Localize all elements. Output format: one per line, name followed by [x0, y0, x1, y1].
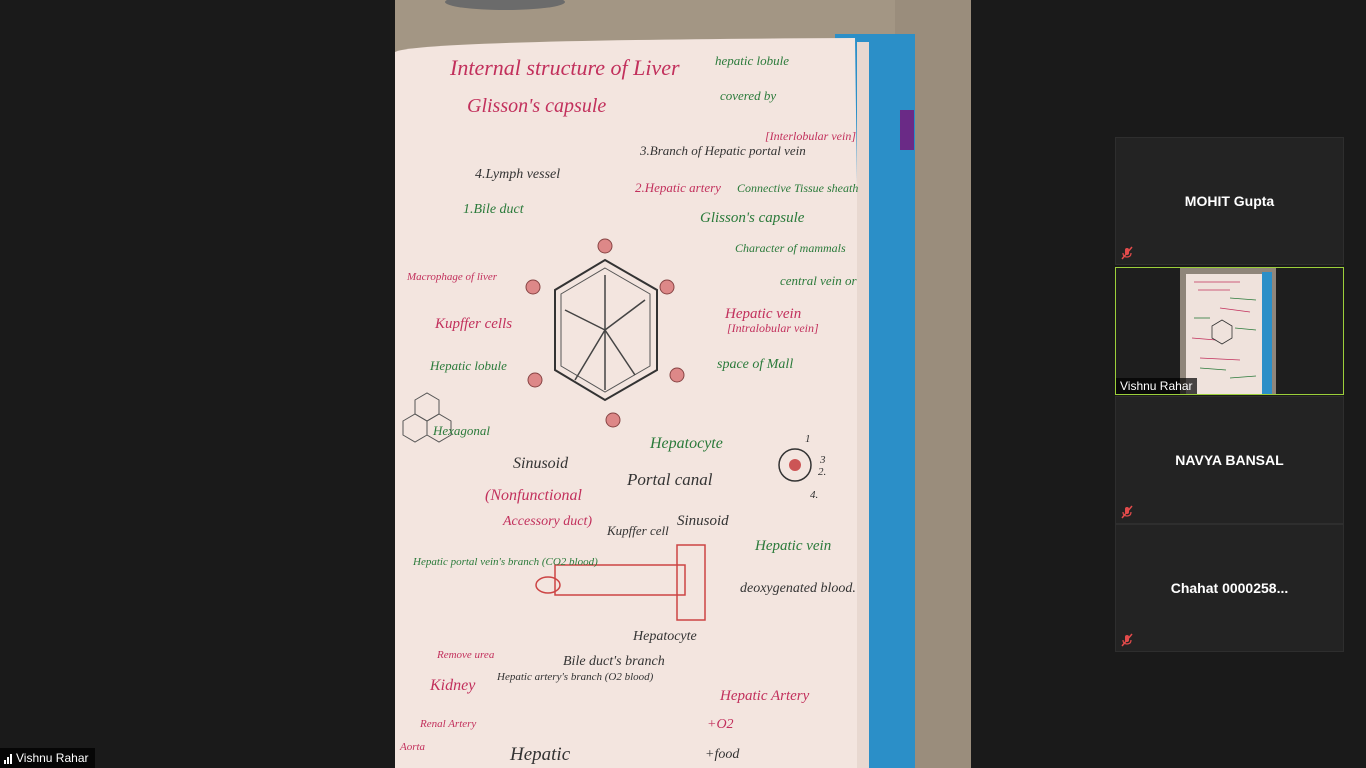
note-hexagonal: Hexagonal	[432, 423, 490, 438]
note-sinusoid2: Sinusoid	[677, 513, 729, 529]
note-num4: 4.	[810, 489, 818, 501]
note-hepatocyte2: Hepatocyte	[632, 629, 697, 644]
note-connective: Connective Tissue sheath	[737, 181, 858, 195]
participant-video-thumbnail	[1180, 268, 1276, 394]
muted-mic-icon	[1121, 633, 1133, 647]
note-title: Internal structure of Liver	[449, 55, 680, 80]
note-sinusoid: Sinusoid	[513, 455, 569, 472]
notebook-page-image: Internal structure of Liver hepatic lobu…	[395, 0, 971, 768]
note-hepatocyte: Hepatocyte	[649, 435, 723, 452]
signal-strength-icon	[4, 753, 12, 764]
note-hepatic-vein: Hepatic vein	[724, 306, 801, 322]
main-video-feed[interactable]: Internal structure of Liver hepatic lobu…	[395, 0, 971, 768]
participant-tile-active[interactable]: Vishnu Rahar	[1115, 267, 1344, 395]
note-glissons: Glisson's capsule	[700, 210, 805, 226]
note-portal-canal: Portal canal	[626, 470, 713, 489]
note-capsule: Glisson's capsule	[467, 95, 606, 117]
note-intralobular: [Intralobular vein]	[727, 321, 819, 335]
note-o2: +O2	[707, 717, 734, 732]
note-hepatic-lobule: Hepatic lobule	[429, 358, 507, 373]
note-accessory: Accessory duct)	[502, 514, 592, 529]
note-nonfunctional: (Nonfunctional	[485, 487, 582, 504]
muted-mic-icon	[1121, 246, 1133, 260]
note-interlobular: [Interlobular vein]	[765, 129, 856, 143]
note-hpv-branch: Hepatic portal vein's branch (CO2 blood)	[412, 556, 598, 568]
note-kupffer-cell: Kupffer cell	[606, 523, 669, 538]
note-macrophage: Macrophage of liver	[406, 271, 498, 283]
participant-tile[interactable]: MOHIT Gupta	[1115, 137, 1344, 265]
note-num3: 3	[819, 454, 826, 466]
muted-mic-icon	[1121, 505, 1133, 519]
note-kidney: Kidney	[429, 677, 476, 694]
note-covered-by: covered by	[720, 88, 776, 103]
note-hep-artery-branch: Hepatic artery's branch (O2 blood)	[496, 671, 654, 683]
note-food: +food	[705, 747, 740, 762]
note-renal-artery: Renal Artery	[419, 718, 476, 730]
participant-name: NAVYA BANSAL	[1175, 452, 1284, 468]
note-character: Character of mammals	[735, 241, 846, 255]
note-num2: 2.	[818, 466, 826, 478]
note-aorta: Aorta	[399, 741, 426, 753]
note-central-vein: central vein or	[780, 273, 857, 288]
participant-name: Chahat 0000258...	[1170, 580, 1289, 596]
active-speaker-name: Vishnu Rahar	[16, 751, 89, 765]
active-speaker-label: Vishnu Rahar	[0, 748, 95, 768]
note-hepatic-artery2: Hepatic Artery	[719, 688, 810, 704]
participant-tile[interactable]: Chahat 0000258...	[1115, 524, 1344, 652]
note-num1: 1	[805, 433, 811, 445]
note-hepatic-vein2: Hepatic vein	[754, 538, 831, 554]
note-kupffer: Kupffer cells	[434, 316, 512, 332]
note-hepatic-artery: 2.Hepatic artery	[635, 180, 721, 195]
note-lymph: 4.Lymph vessel	[475, 167, 560, 182]
participant-gallery: MOHIT Gupta	[1115, 137, 1344, 653]
note-title-note: hepatic lobule	[715, 53, 789, 68]
note-branch-hpv: 3.Branch of Hepatic portal vein	[639, 143, 806, 158]
note-hepatic-bottom: Hepatic	[509, 744, 571, 765]
participant-name: MOHIT Gupta	[1184, 193, 1275, 209]
participant-tile[interactable]: NAVYA BANSAL	[1115, 396, 1344, 524]
participant-name: Vishnu Rahar	[1116, 378, 1197, 394]
note-space-mall: space of Mall	[717, 357, 793, 372]
note-bile-duct-branch: Bile duct's branch	[563, 654, 665, 669]
note-bileduct: 1.Bile duct	[463, 202, 525, 217]
thumbnail-image	[1180, 268, 1276, 394]
note-deoxygenated: deoxygenated blood.	[740, 581, 856, 596]
note-remove-urea: Remove urea	[436, 649, 495, 661]
